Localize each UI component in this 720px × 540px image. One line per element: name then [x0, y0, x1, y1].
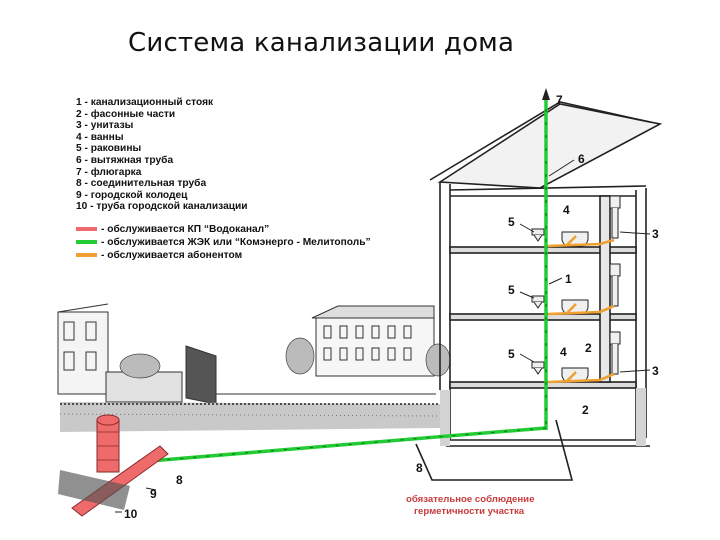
legend-item: 9 - городской колодец: [76, 189, 188, 201]
service-label: - обслуживается абонентом: [101, 249, 243, 261]
label-3: 3: [652, 227, 659, 241]
label-2: 2: [582, 403, 589, 417]
label-7: 7: [556, 93, 563, 107]
city-well: [96, 414, 120, 473]
label-9: 9: [150, 487, 157, 501]
label-5: 5: [508, 283, 515, 297]
service-label: - обслуживается ЖЭК или “Комэнерго - Мел…: [101, 236, 371, 248]
label-10: 10: [124, 507, 138, 521]
legend-item: 4 - ванны: [76, 131, 124, 143]
legend-item: 1 - канализационный стояк: [76, 97, 214, 108]
connecting-pipe: [137, 426, 547, 464]
legend-item: 10 - труба городской канализации: [76, 201, 248, 213]
note-line-1: обязательное соблюдение: [406, 494, 534, 505]
legend-item: 7 - флюгарка: [76, 166, 142, 178]
label-8: 8: [416, 461, 423, 475]
subscriber-pipes: [547, 235, 615, 384]
background-building-left: [57, 303, 109, 395]
legend-item: 8 - соединительная труба: [76, 178, 207, 190]
sealed-section-bracket: [415, 419, 574, 481]
label-3: 3: [652, 364, 659, 378]
city-sewer-pipe: [58, 445, 169, 517]
label-4: 4: [560, 345, 567, 359]
house-foundation-fill: [440, 388, 646, 446]
toilets: [609, 195, 621, 375]
label-1: 1: [565, 272, 572, 286]
number-labels: 7 6 4 5 3 1 5 2 4 5 3 2 8 8 9 10: [124, 93, 659, 521]
riser-pipe: [542, 88, 550, 430]
label-8: 8: [176, 473, 183, 487]
trees: [119, 337, 451, 379]
legend-item: 5 - раковины: [76, 143, 142, 155]
legend-item: 2 - фасонные части: [76, 108, 176, 120]
leader-lines: [115, 159, 651, 513]
sinks: [531, 228, 545, 375]
service-legend-vodokanal: - обслуживается КП “Водоканал”: [76, 223, 436, 236]
legend-item: 6 - вытяжная труба: [76, 154, 174, 166]
label-5: 5: [508, 347, 515, 361]
service-legend-abonent: - обслуживается абонентом: [76, 249, 436, 262]
legend-item: 3 - унитазы: [76, 120, 134, 132]
zhek-swatch: [76, 240, 97, 245]
note-line-2: герметичности участка: [414, 506, 525, 517]
ground: [59, 402, 441, 432]
abonent-swatch: [76, 253, 97, 258]
service-legend-zhek: - обслуживается ЖЭК или “Комэнерго - Мел…: [76, 236, 436, 249]
sealing-note: обязательное соблюдение герметичности уч…: [406, 494, 534, 517]
vodokanal-swatch: [76, 227, 97, 232]
label-4: 4: [563, 203, 570, 217]
label-2: 2: [585, 341, 592, 355]
service-legend: - обслуживается КП “Водоканал” - обслужи…: [76, 223, 436, 262]
slide-title: Система канализации дома: [128, 28, 515, 58]
background-building-center: [311, 305, 435, 377]
legend: 1 - канализационный стояк 2 - фасонные ч…: [76, 97, 436, 262]
service-label: - обслуживается КП “Водоканал”: [101, 223, 270, 235]
label-6: 6: [578, 152, 585, 166]
bathtubs: [561, 231, 589, 383]
label-5: 5: [508, 215, 515, 229]
